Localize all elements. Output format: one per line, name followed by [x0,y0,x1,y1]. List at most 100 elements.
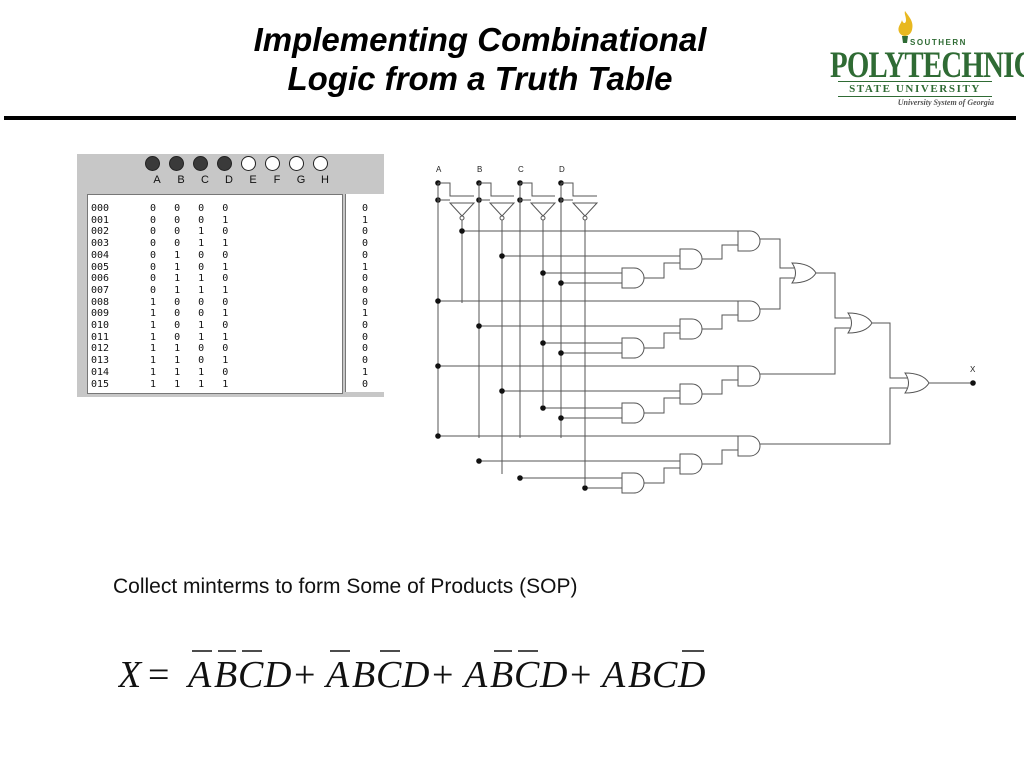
row-output: 0 [362,331,369,343]
literal-c: C [238,654,264,696]
junction-dot [558,180,564,186]
wire [561,182,597,197]
literal-d: D [539,654,567,696]
wire [520,182,555,197]
equation-plus: + [570,654,591,696]
literal-b: B [628,654,651,696]
row-index: 009 [91,308,110,320]
inverter-bubble [499,215,505,221]
inverter-bubble [540,215,546,221]
row-output: 1 [362,214,369,226]
junction-dot [476,458,482,464]
and-gate [621,472,645,494]
row-inputs: 1 0 0 1 [150,308,229,320]
lamp-c [193,156,208,171]
junction-dot [517,180,523,186]
literal-d: D [263,654,291,696]
row-index: 005 [91,261,110,273]
logo-polytechnic: POLYTECHNIC [830,45,1024,86]
literal-d: D [401,654,429,696]
row-inputs: 0 1 0 0 [150,249,229,261]
output-label-x: X [970,365,976,374]
row-output: 0 [362,320,369,331]
logo-state-university: STATE UNIVERSITY [838,81,992,97]
junction-dot [517,475,523,481]
wire [816,272,850,319]
lamp-label: B [177,174,185,186]
row-output: 0 [362,284,369,296]
row-index: 010 [91,320,110,331]
junction-dot [435,197,441,203]
truth-table-inputs [87,194,343,394]
lamp-e [241,156,256,171]
and-gate [679,248,703,270]
and-gate [621,267,645,289]
row-index: 015 [91,378,110,390]
wire [760,238,794,269]
row-index: 006 [91,273,110,285]
input-label-a: A [436,165,442,174]
lamp-label: D [225,174,233,186]
literal-b: B [352,654,375,696]
inverter-bubble [459,215,465,221]
literal-c: C [376,654,402,696]
row-inputs: 0 1 0 1 [150,261,229,273]
row-inputs: 1 1 1 0 [150,366,229,378]
row-index: 000 [91,203,110,214]
row-inputs: 0 0 0 1 [150,214,229,226]
or-gate [847,312,873,334]
literal-a: A [461,654,488,696]
junction-dot [558,197,564,203]
literal-c: C [652,654,678,696]
row-output: 0 [362,203,369,214]
title-line-1: Implementing Combinational [253,21,707,58]
lamp-label: E [249,174,257,186]
junction-dot [970,380,976,386]
and-gate [679,318,703,340]
row-output: 1 [362,308,369,320]
wire [760,387,907,445]
and-gate [679,453,703,475]
caption-text: Collect minterms to form Some of Product… [113,575,578,598]
row-inputs: 1 1 0 0 [150,343,229,355]
lamp-f [265,156,280,171]
wire [702,449,738,465]
junction-dot [540,405,546,411]
junction-dot [435,180,441,186]
row-inputs: 0 1 1 1 [150,284,229,296]
lamp-d [217,156,232,171]
wire [760,327,850,375]
equation-plus: + [294,654,315,696]
inverter-gate [571,202,599,217]
row-index: 012 [91,343,110,355]
inverter-gate [448,202,476,217]
title-divider [4,116,1016,120]
or-gate [791,262,817,284]
literal-a: A [323,654,350,696]
row-index: 001 [91,214,110,226]
row-output: 0 [362,296,369,308]
junction-dot [459,228,465,234]
junction-dot [558,280,564,286]
wire [702,379,738,395]
and-gate [737,435,761,457]
literal-d: D [677,654,705,696]
and-gate [679,383,703,405]
and-gate [737,230,761,252]
row-output: 0 [362,273,369,285]
row-index: 002 [91,226,110,238]
truth-table-outputs [345,194,385,392]
lamp-g [289,156,304,171]
lamp-label: C [201,174,209,186]
literal-a: A [185,654,212,696]
row-output: 0 [362,355,369,367]
lamp-b [169,156,184,171]
lamp-h [313,156,328,171]
equation-lhs: X [118,654,143,696]
wire [479,182,514,197]
row-index: 013 [91,355,110,367]
flame-icon [898,11,913,43]
lamp-label: A [153,174,161,186]
junction-dot [476,180,482,186]
row-output: 0 [362,226,369,238]
